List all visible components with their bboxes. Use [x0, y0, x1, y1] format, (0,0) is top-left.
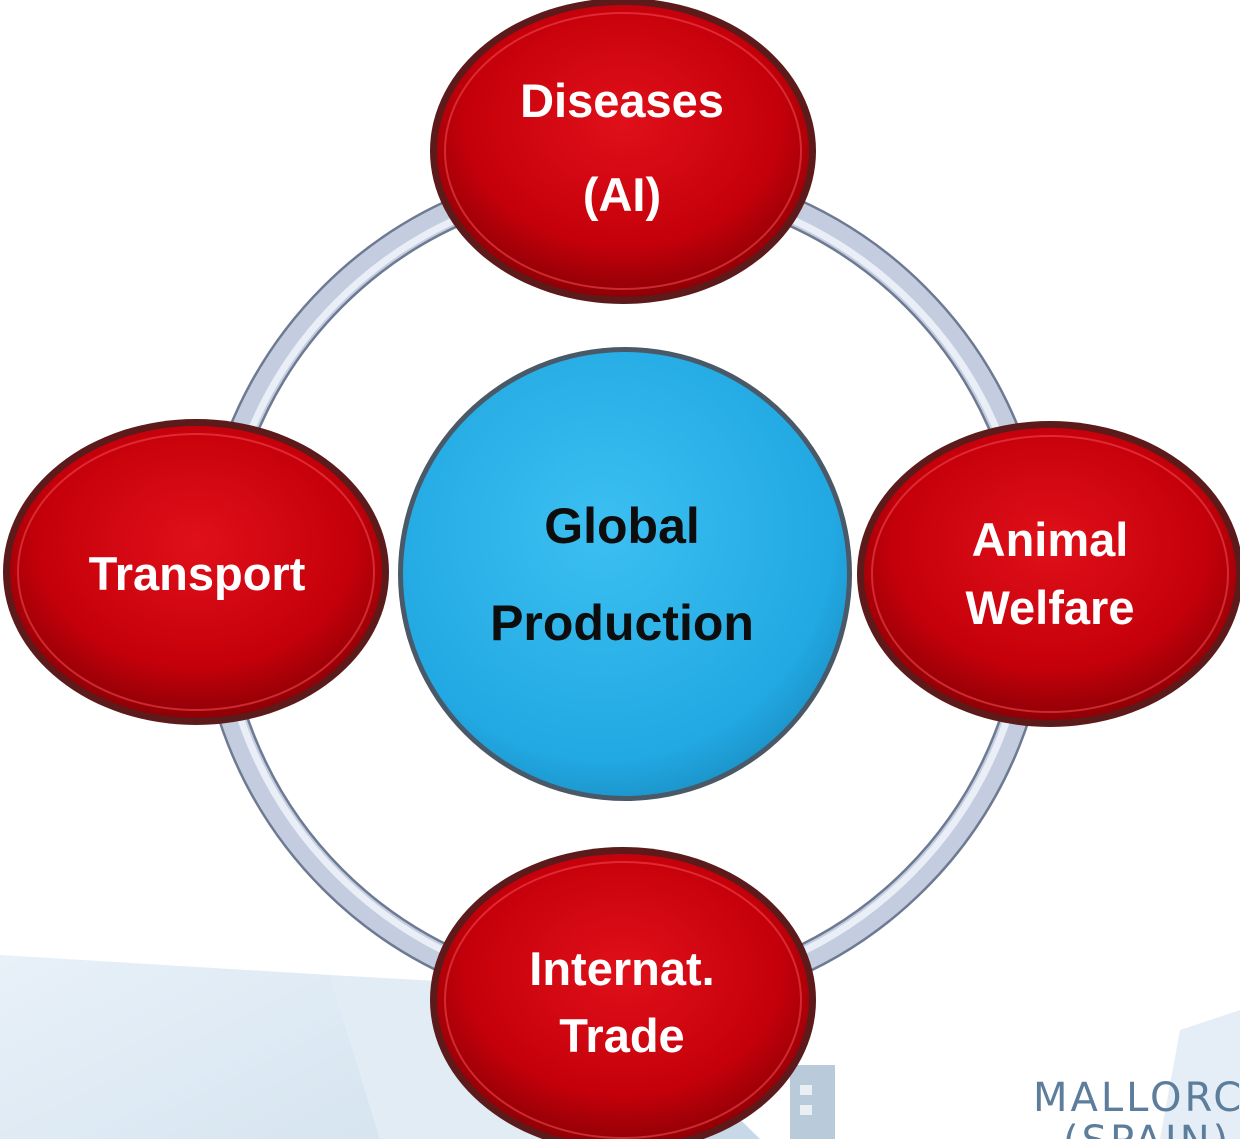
animal-welfare-label-line1: Animal	[972, 513, 1129, 566]
location-footer: MALLORC (SPAIN)	[1033, 1075, 1240, 1139]
trade-label-line1: Internat.	[529, 942, 714, 995]
transport-label: Transport	[89, 547, 306, 600]
location-line2: (SPAIN)	[1063, 1118, 1231, 1139]
animal-welfare-label-line2: Welfare	[966, 581, 1135, 634]
node-international-trade: Internat. Trade	[430, 847, 816, 1139]
diseases-label-line2: (AI)	[583, 168, 661, 221]
center-label-line2: Production	[490, 595, 754, 651]
center-node-global-production: Global Production	[398, 347, 852, 801]
location-line1: MALLORC	[1033, 1075, 1240, 1121]
diseases-label-line1: Diseases	[520, 74, 724, 127]
node-animal-welfare: Animal Welfare	[857, 421, 1240, 727]
center-label-line1: Global	[544, 498, 700, 554]
node-diseases: Diseases (AI)	[430, 0, 816, 304]
trade-label-line2: Trade	[559, 1009, 684, 1062]
node-transport: Transport	[3, 419, 389, 725]
